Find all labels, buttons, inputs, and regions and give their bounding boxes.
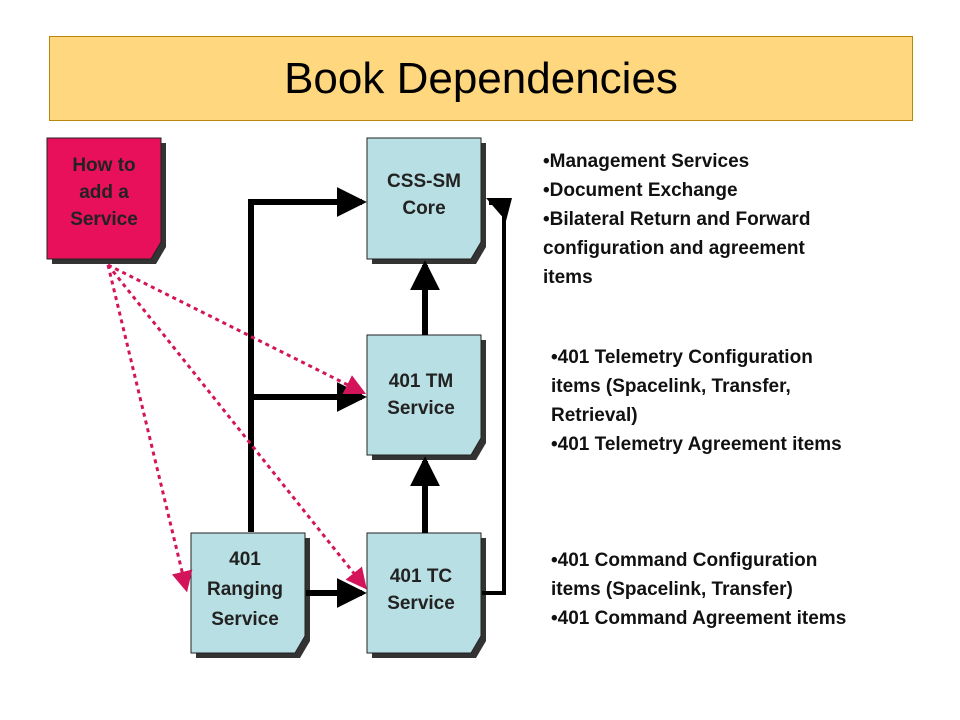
note-line: •401 Telemetry Configuration <box>551 347 813 368</box>
note-line: •Bilateral Return and Forward <box>543 209 811 230</box>
node-401-ranging-service: 401 Ranging Service <box>188 545 302 635</box>
node-label-line: Core <box>402 198 446 219</box>
node-label-line: 401 <box>229 549 261 570</box>
note-line: •Document Exchange <box>543 180 738 201</box>
arrow-tc-to-core-head <box>486 198 512 221</box>
notes-tc: •401 Command Configuration items (Spacel… <box>551 546 846 633</box>
note-line: •Management Services <box>543 151 750 172</box>
node-label-line: Service <box>387 398 455 419</box>
note-line: configuration and agreement <box>543 238 805 259</box>
node-label-line: add a <box>79 182 129 203</box>
notes-tm: •401 Telemetry Configuration items (Spac… <box>551 343 842 459</box>
node-401-tc-service: 401 TC Service <box>361 563 481 617</box>
note-line: •401 Command Configuration <box>551 550 818 571</box>
node-label-line: How to <box>72 155 136 176</box>
page-title: Book Dependencies <box>284 53 678 103</box>
node-label-line: Service <box>211 609 279 630</box>
arrow-ranging-to-core <box>248 187 367 532</box>
note-line: •401 Telemetry Agreement items <box>551 434 842 455</box>
node-label-line: 401 TC <box>389 566 453 587</box>
doc-howto-shape <box>46 137 166 264</box>
doc-ranging-shape <box>190 532 310 658</box>
doc-core-shape <box>366 137 486 264</box>
node-label-line: 401 TM <box>388 371 454 392</box>
node-label-line: Service <box>387 593 455 614</box>
doc-tm-shape <box>366 334 486 460</box>
dotted-arrow-howto-to-ranging <box>106 264 193 593</box>
note-line: •401 Command Agreement items <box>551 608 847 629</box>
dotted-arrow-howto-to-tm <box>107 263 367 395</box>
node-label-line: Ranging <box>207 579 283 600</box>
node-401-tm-service: 401 TM Service <box>361 368 481 422</box>
note-line: items (Spacelink, Transfer, <box>551 376 791 397</box>
note-line: items (Spacelink, Transfer) <box>551 579 793 600</box>
title-banner: Book Dependencies <box>49 36 913 121</box>
note-line: items <box>543 267 593 288</box>
node-css-sm-core: CSS-SM Core <box>367 168 481 222</box>
notes-core: •Management Services •Document Exchange … <box>543 147 810 292</box>
node-label-line: Service <box>70 209 138 230</box>
doc-tc-shape <box>366 532 486 658</box>
node-label-line: CSS-SM <box>387 171 461 192</box>
note-line: Retrieval) <box>551 405 638 426</box>
node-how-to-add-service: How to add a Service <box>47 152 161 233</box>
